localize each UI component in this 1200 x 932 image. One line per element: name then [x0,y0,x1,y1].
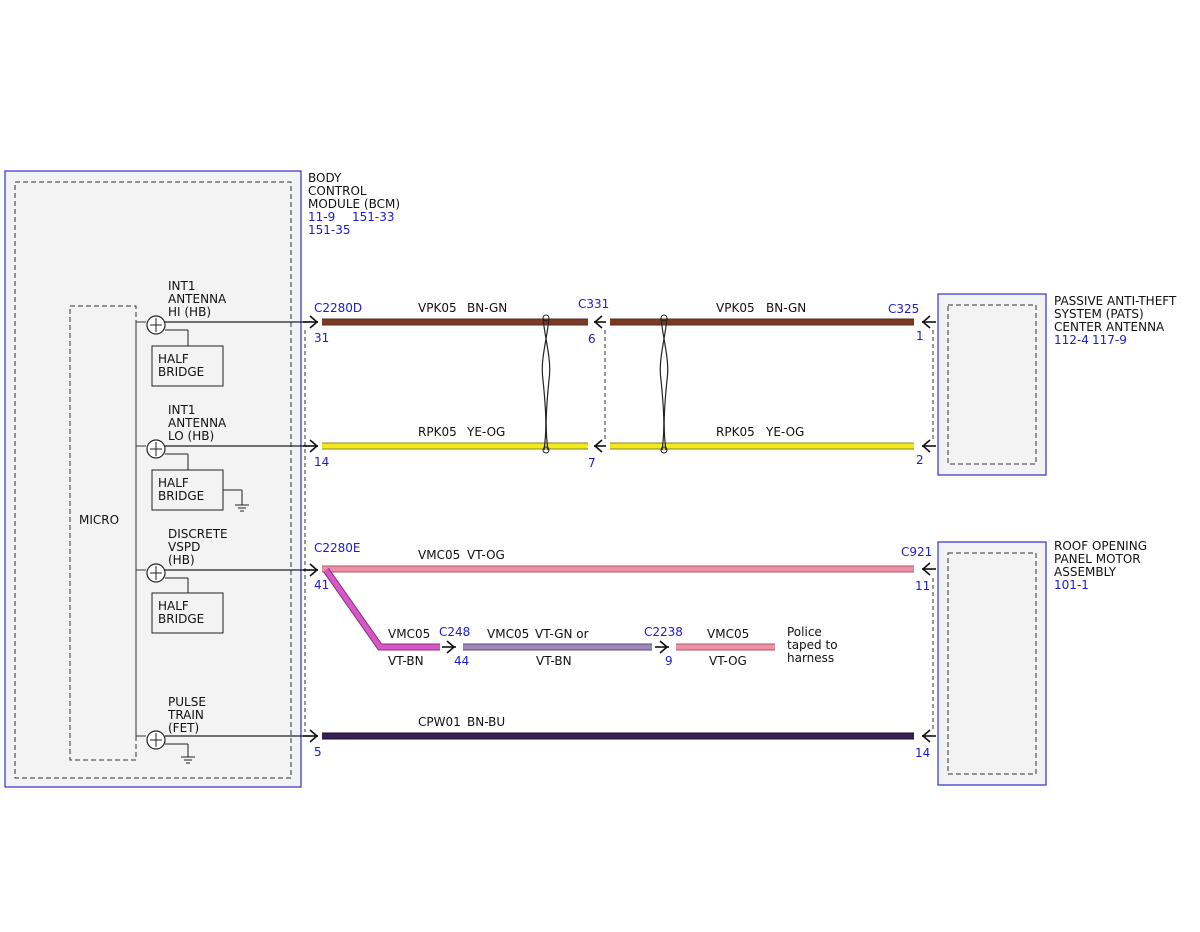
micro-label: MICRO [79,513,119,527]
connector-c2280d[interactable]: C2280D [314,301,362,315]
wire-color-label: VT-BN [388,654,424,668]
wire-vmc05-branch[interactable] [323,567,440,651]
pin-number: 1 [916,329,924,343]
wire-circuit-label: VPK05 [716,301,755,315]
twisted-pair-icon [659,314,669,454]
pin-number: 2 [916,453,924,467]
wire-circuit-label: VMC05 [487,627,529,641]
half-bridge-label: HALF BRIDGE [158,476,204,503]
wire-color-label: BN-GN [467,301,507,315]
half-bridge-box [151,345,224,387]
bcm-inner-boundary [14,181,292,779]
pin-number: 5 [314,745,322,759]
bcm-ref[interactable]: 11-9 [308,210,335,224]
wire-circuit-label: VMC05 [418,548,460,562]
bcm-title-line: CONTROL [308,184,367,198]
bcm-outline [4,170,302,788]
pats-title: PASSIVE ANTI-THEFT SYSTEM (PATS) CENTER … [1054,294,1180,334]
pats-module: PASSIVE ANTI-THEFT SYSTEM (PATS) CENTER … [937,293,1180,476]
wire-color-label: YE-OG [466,425,505,439]
bcm-module: MICRO BODY CONTROL MODULE (BCM) 11-9 151… [4,170,400,788]
connector-c2280e[interactable]: C2280E [314,541,361,555]
wire-color-label: BN-BU [467,715,505,729]
wire-color-label: VT-OG [467,548,505,562]
bcm-title: BODY CONTROL MODULE (BCM) [308,171,400,211]
wire-color-label: VT-OG [709,654,747,668]
bcm-channel-pulse-train: PULSE TRAIN (FET) [136,695,310,764]
wire-color-label: VT-GN or [535,627,589,641]
wire-color-label: VT-BN [536,654,572,668]
roof-title: ROOF OPENING PANEL MOTOR ASSEMBLY [1054,539,1151,579]
wire-circuit-label: VPK05 [418,301,457,315]
wire-circuit-label: CPW01 [418,715,461,729]
wire-circuit-label: VMC05 [388,627,430,641]
pin-number: 44 [454,654,469,668]
harness-note: Police taped to harness [787,625,841,665]
channel-label: PULSE TRAIN (FET) [167,695,210,735]
bcm-channel-antenna-hi: INT1 ANTENNA HI (HB) HALF BRIDGE [136,279,310,387]
pin-number: 41 [314,578,329,592]
wire-circuit-label: RPK05 [418,425,457,439]
connector-c921[interactable]: C921 [901,545,932,559]
pats-ref[interactable]: 112-4 [1054,333,1089,347]
pin-number: 31 [314,331,329,345]
channel-label: INT1 ANTENNA HI (HB) [168,279,230,319]
pin-number: 11 [915,579,930,593]
ground-icon [235,504,249,512]
half-bridge-label: HALF BRIDGE [158,599,204,626]
bcm-title-line: BODY [308,171,342,185]
channel-label: DISCRETE VSPD (HB) [168,527,231,567]
pin-number: 6 [588,332,596,346]
half-bridge-label: HALF BRIDGE [158,352,204,379]
roof-ref[interactable]: 101-1 [1054,578,1089,592]
ground-icon [181,756,195,764]
pin-number: 14 [314,455,329,469]
pin-number: 14 [915,746,930,760]
half-bridge-box [151,592,224,634]
bcm-channel-vspd: DISCRETE VSPD (HB) HALF BRIDGE [136,527,310,634]
roof-module: ROOF OPENING PANEL MOTOR ASSEMBLY 101-1 [937,539,1151,786]
bcm-channel-antenna-lo: INT1 ANTENNA LO (HB) HALF BRIDGE [136,403,310,512]
pats-ref[interactable]: 117-9 [1092,333,1127,347]
connector-c2238[interactable]: C2238 [644,625,683,639]
twisted-pair-icon [541,314,551,454]
wire-color-label: BN-GN [766,301,806,315]
connector-c331[interactable]: C331 [578,297,609,311]
pin-number: 9 [665,654,673,668]
channel-label: INT1 ANTENNA LO (HB) [168,403,230,443]
bcm-ref[interactable]: 151-33 [352,210,395,224]
bcm-ref[interactable]: 151-35 [308,223,351,237]
connector-c325[interactable]: C325 [888,302,919,316]
wire-color-label: YE-OG [765,425,804,439]
pin-number: 7 [588,456,596,470]
wire-circuit-label: VMC05 [707,627,749,641]
roof-outline [937,541,1047,786]
connector-arrow-icon [303,315,936,743]
bcm-title-line: MODULE (BCM) [308,197,400,211]
pats-outline [937,293,1047,476]
wire-circuit-label: RPK05 [716,425,755,439]
connector-c248[interactable]: C248 [439,625,470,639]
